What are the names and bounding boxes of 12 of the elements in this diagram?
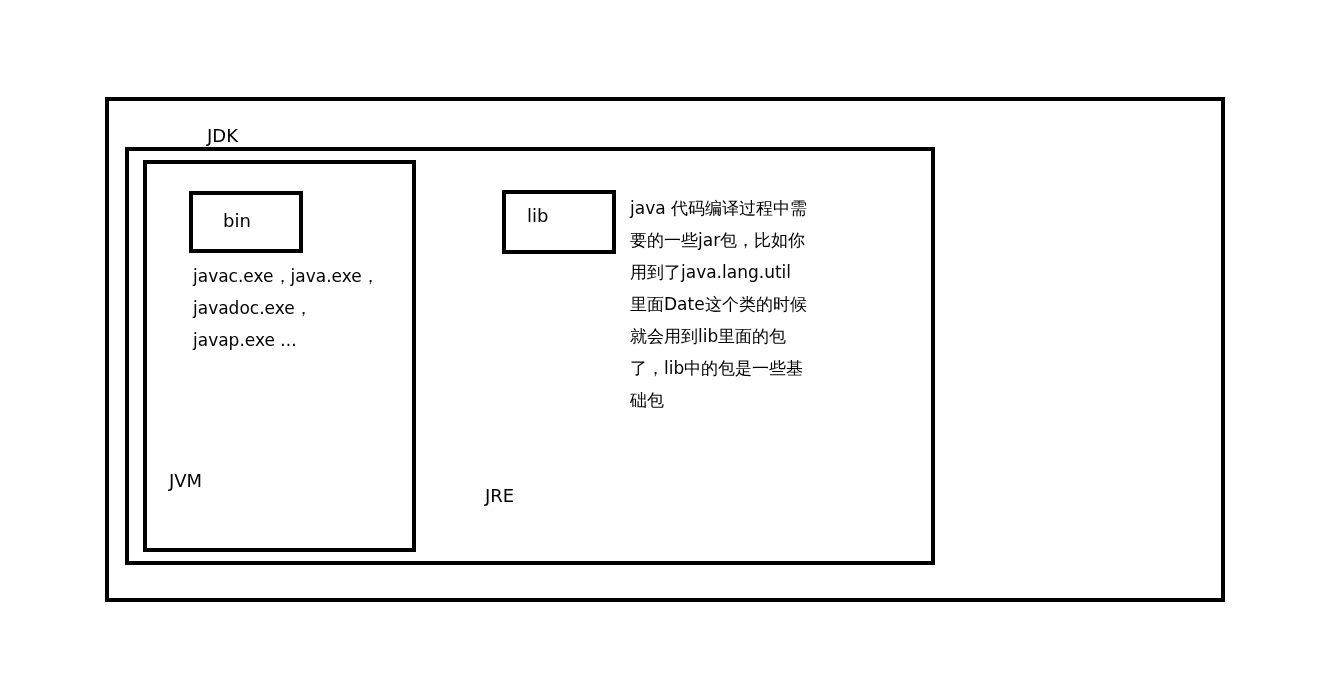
folder-box [502,190,616,254]
description-text: java 代码编译过程中需要的一些jar包，比如你用到了java.lang.util里面Date这个类的时候就会用到lib里面的包了，lib中的包是一些基础包 [630,197,808,412]
box-label: bin [223,210,251,232]
container-box [125,147,935,565]
folder-box [189,191,303,253]
container-box [143,160,416,552]
outer-box [105,97,1225,602]
box-label: JVM [169,470,203,492]
box-label: JRE [485,485,515,507]
description-text: javac.exe，java.exe， javadoc.exe， javap.exe ... [193,265,380,352]
box-label: lib [527,205,549,227]
box-label: JDK [207,125,238,147]
